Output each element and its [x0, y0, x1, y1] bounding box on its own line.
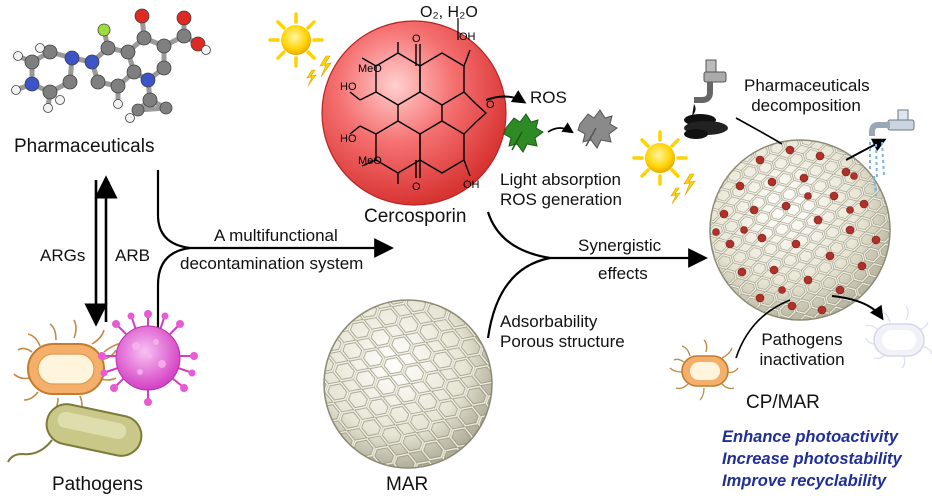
effects-label: effects	[598, 264, 648, 283]
sun-icon	[632, 130, 696, 205]
pharma-decomp-line2: decomposition	[751, 96, 861, 115]
inactivated-bacterium-icon	[865, 305, 932, 369]
live-bacterium-icon	[669, 339, 739, 401]
cercosporin-structure-icon	[349, 42, 488, 184]
pharmaceuticals-label: Pharmaceuticals	[14, 136, 155, 157]
decomp-connector	[735, 117, 783, 145]
ros-arrow	[485, 90, 527, 104]
system-label-line2: decontamination system	[180, 254, 364, 273]
inactivation-connector	[735, 299, 791, 359]
benefit-item: Enhance photoactivity	[722, 428, 899, 446]
light-absorption-label: Light absorption	[500, 170, 621, 189]
adsorbability-label: Adsorbability	[500, 312, 598, 331]
pathogens-inact-line1: Pathogens	[761, 330, 843, 349]
faucet-contaminated-icon	[684, 59, 728, 139]
cercosporin-group-label: HO	[340, 133, 357, 145]
args-label: ARGs	[40, 246, 86, 265]
cercosporin-group-label: OH	[463, 179, 480, 191]
ros-label: ROS	[530, 88, 567, 107]
sun-icon	[268, 12, 332, 87]
args-arb-arrows	[84, 175, 118, 327]
leaf-arrow	[547, 122, 574, 134]
synergistic-arrow	[486, 211, 708, 339]
benefit-item: Improve recyclability	[722, 472, 887, 490]
cercosporin-label: Cercosporin	[364, 206, 467, 227]
cercosporin-sphere: OH MeO HO O O HO MeO O OH	[321, 20, 507, 206]
system-label-line1: A multifunctional	[214, 226, 338, 245]
cp-mar-sphere	[709, 139, 891, 321]
mar-sphere	[323, 299, 493, 469]
pathogens-label: Pathogens	[52, 474, 143, 495]
merge-arrow	[156, 170, 394, 330]
faucet-clean-icon	[869, 109, 915, 197]
pathogens-illustration	[7, 310, 198, 463]
pharma-decomp-line1: Pharmaceuticals	[744, 76, 870, 95]
mar-label: MAR	[386, 474, 429, 495]
pathogens-inact-line2: inactivation	[759, 350, 845, 369]
cercosporin-group-label: O	[412, 181, 421, 193]
arb-label: ARB	[115, 246, 150, 265]
synergistic-label: Synergistic	[578, 236, 662, 255]
o2-h2o-label: O₂, H₂O	[420, 4, 478, 21]
cercosporin-group-label: MeO	[358, 155, 382, 167]
pharmaceutical-molecule-icon	[11, 8, 211, 123]
gray-leaf-icon	[577, 109, 618, 149]
cercosporin-group-label: MeO	[358, 63, 382, 75]
cercosporin-group-label: HO	[340, 81, 357, 93]
ros-generation-label: ROS generation	[500, 190, 622, 209]
inactivation-arrow	[831, 295, 884, 321]
cp-mar-label: CP/MAR	[746, 392, 820, 413]
cercosporin-group-label: O	[412, 33, 421, 45]
green-leaf-icon	[503, 113, 544, 153]
cercosporin-group-label: O	[486, 99, 495, 111]
porous-structure-label: Porous structure	[500, 332, 625, 351]
cercosporin-group-label: OH	[459, 31, 476, 43]
clean-water-arrow	[845, 138, 887, 161]
benefit-item: Increase photostability	[722, 450, 902, 468]
